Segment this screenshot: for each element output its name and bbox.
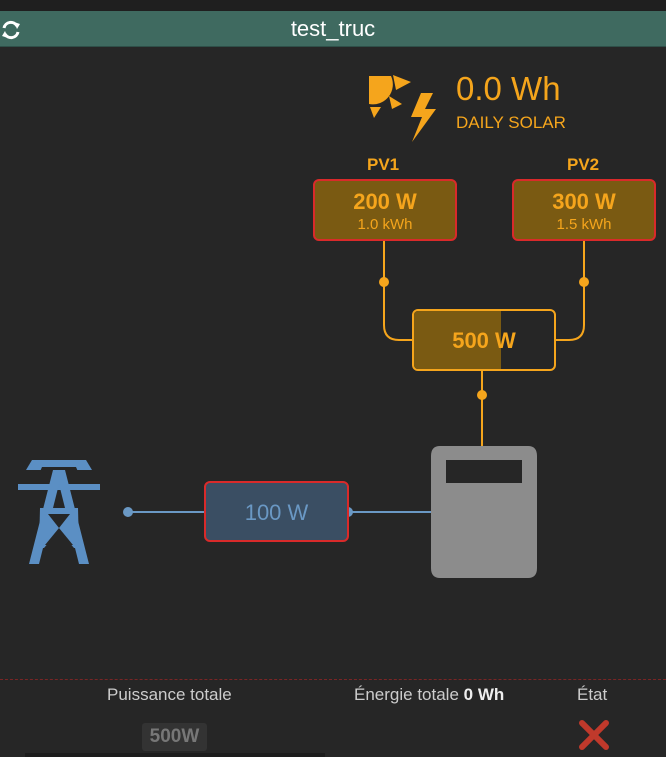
- grid-box[interactable]: 100 W: [204, 481, 349, 542]
- pv1-power: 200 W: [353, 189, 417, 214]
- daily-solar-value: 0.0 Wh: [456, 70, 561, 107]
- page-title: test_truc: [290, 16, 376, 41]
- pv1-connector: [379, 241, 413, 341]
- pv2-power: 300 W: [552, 189, 616, 214]
- power-pylon-icon: [18, 460, 100, 564]
- total-power-value: 500W: [142, 723, 207, 751]
- pv-total-power: 500 W: [452, 328, 516, 353]
- footer-divider: [0, 679, 666, 680]
- inverter-icon: [431, 446, 537, 578]
- sun-lightning-icon: [369, 75, 436, 142]
- total-energy: Énergie totale 0 Wh: [354, 685, 504, 705]
- refresh-icon[interactable]: [0, 19, 22, 41]
- pv2-connector: [555, 241, 589, 341]
- pv2-label: PV2: [567, 155, 600, 174]
- pv-total-box[interactable]: 500 W: [412, 309, 556, 371]
- pv-total-fill: [414, 311, 501, 369]
- pv1-label: PV1: [367, 155, 400, 174]
- pv1-box[interactable]: 200 W 1.0 kWh: [313, 179, 457, 241]
- grid-power: 100 W: [244, 500, 309, 525]
- total-energy-label: Énergie totale: [354, 685, 459, 704]
- sum-to-inverter-connector: [477, 371, 487, 446]
- daily-solar-label: DAILY SOLAR: [456, 113, 566, 132]
- cross-icon: [579, 720, 609, 750]
- footer-shadow: [25, 753, 325, 757]
- total-power-label: Puissance totale: [107, 685, 232, 704]
- state-label: État: [577, 685, 608, 704]
- title-bar: test_truc: [0, 11, 666, 47]
- pv2-energy: 1.5 kWh: [556, 216, 612, 233]
- top-strip: [0, 0, 666, 11]
- total-energy-value: 0 Wh: [463, 685, 505, 704]
- pv1-energy: 1.0 kWh: [357, 216, 413, 233]
- pv2-box[interactable]: 300 W 1.5 kWh: [512, 179, 656, 241]
